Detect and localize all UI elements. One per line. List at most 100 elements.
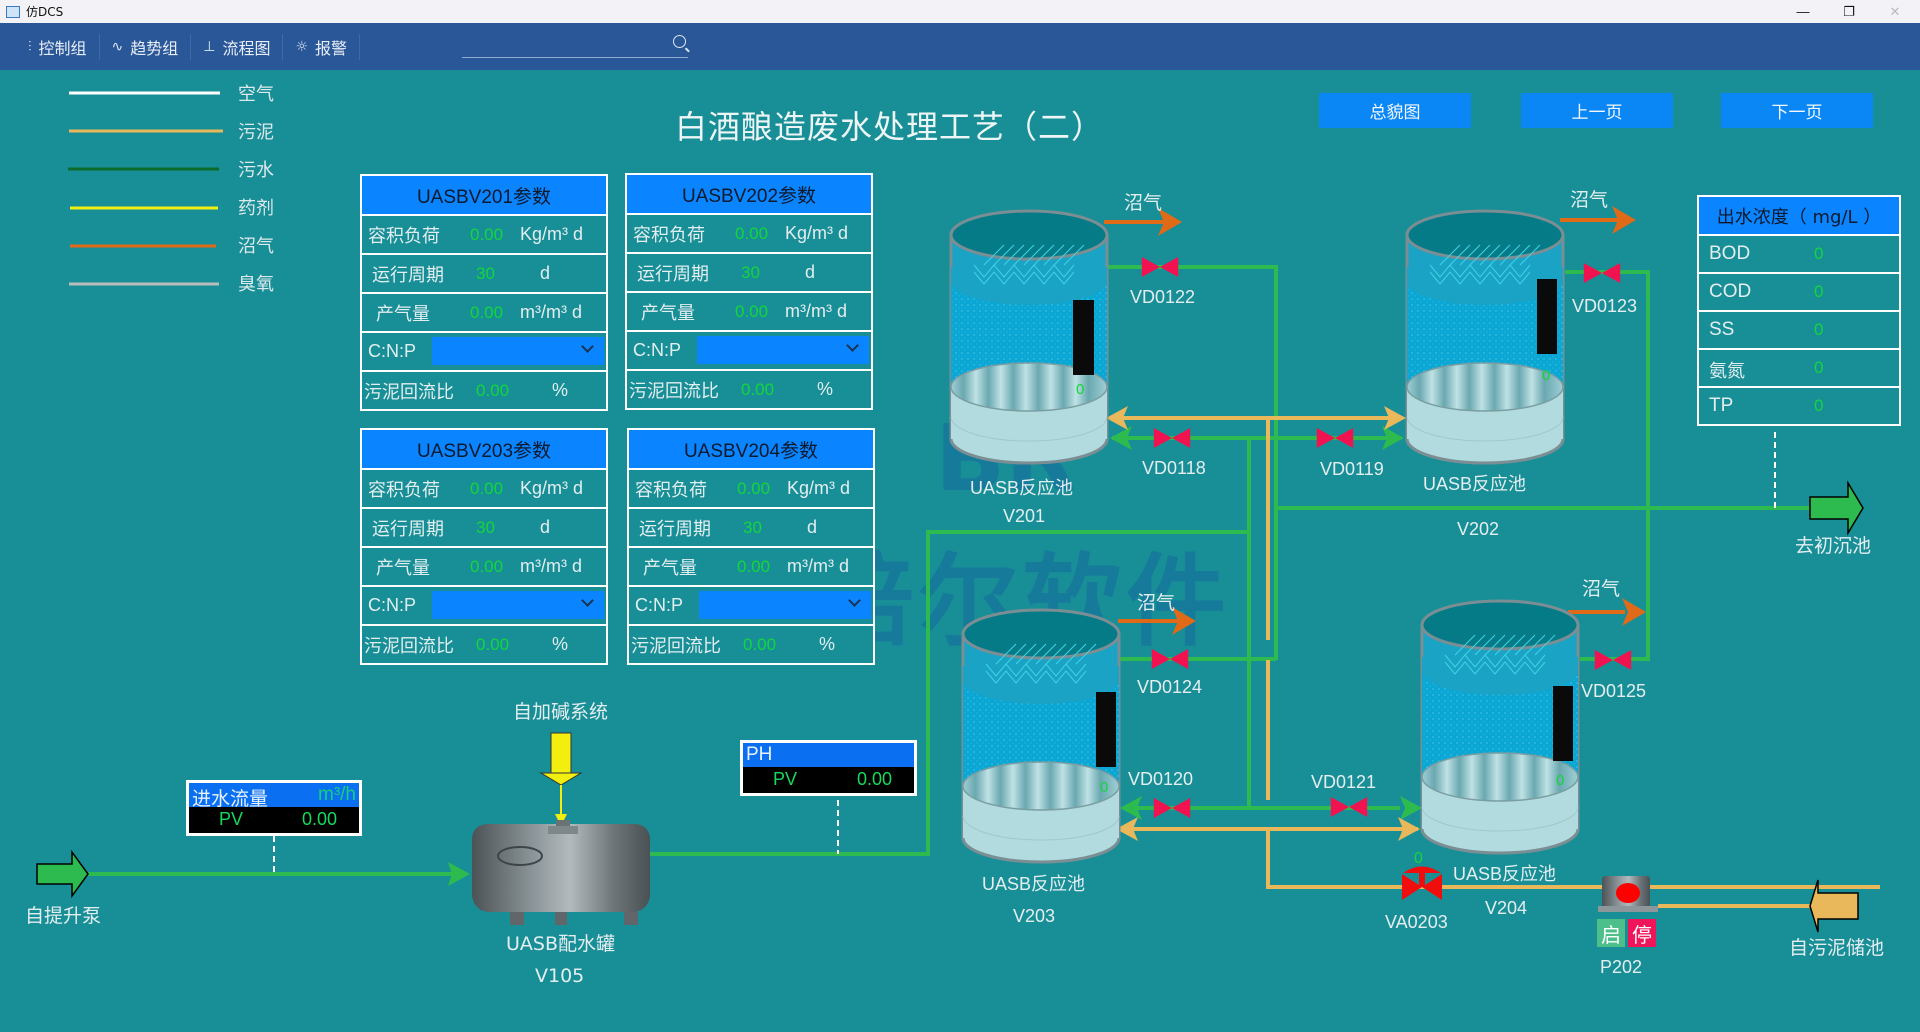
close-button[interactable]: ✕ [1889,3,1901,19]
level-gauge-v203 [1096,692,1116,767]
pump-p202[interactable] [1598,876,1658,912]
restore-button[interactable]: ❐ [1843,3,1855,19]
inflow-pv-value: 0.00 [301,809,337,829]
legend-label-biogas: 沼气 [238,236,274,257]
param-panel-title: UASBV202参数 [627,175,871,215]
param-label: 运行周期 [372,264,444,286]
minimize-button[interactable]: — [1796,4,1810,19]
nav-label: 趋势组 [130,38,179,58]
valve-vd0119[interactable] [1316,428,1354,448]
nav-trend-group[interactable]: ∿ 趋势组 [100,33,192,60]
valve-label-vd0124: VD0124 [1137,677,1202,697]
legend-lines [68,91,223,286]
from-sludge-label: 自污泥储池 [1789,937,1884,959]
search-icon[interactable] [673,35,686,48]
valve-va0203[interactable] [1402,866,1442,901]
nav-label: 报警 [315,38,348,58]
instrument-lines [273,432,1776,874]
alarm-icon: ☼ [295,38,309,55]
nav-alarm[interactable]: ☼ 报警 [283,33,361,60]
param-unit: m³/m³ d [785,301,847,321]
va0203-value: 0 [1414,850,1423,867]
effluent-title: 出水浓度（ mg/L ） [1699,197,1899,236]
ph-title: PH [746,744,773,765]
sludge-arrowheads [1106,406,1420,841]
valve-label-vd0121: VD0121 [1311,772,1376,792]
app-icon [6,5,20,18]
reactor-v203[interactable] [961,608,1121,864]
param-unit: d [807,517,818,537]
nav-label: 控制组 [38,38,87,58]
valve-vd0123[interactable] [1583,263,1621,283]
effluent-value: 0 [1814,320,1824,339]
nav-control-group[interactable]: ⫶ 控制组 [16,33,100,60]
effluent-label: SS [1709,319,1735,340]
prev-page-button[interactable]: 上一页 [1521,93,1673,128]
param-row-cnp: C:N:P [362,333,606,372]
param-label: 产气量 [641,302,695,324]
reactor-tag-v203: V203 [1013,906,1055,926]
outlet-arrow-icon [1809,480,1864,536]
param-unit: % [552,634,569,654]
effluent-value: 0 [1814,244,1824,263]
cnp-dropdown[interactable] [432,591,604,619]
param-panel-title: UASBV204参数 [629,430,873,470]
cnp-dropdown[interactable] [432,337,604,365]
param-label: 容积负荷 [633,224,705,246]
param-label: 产气量 [376,557,430,579]
biogas-label-v204: 沼气 [1582,578,1620,600]
alkali-system-label: 自加碱系统 [513,701,608,723]
param-unit: m³/m³ d [787,556,849,576]
nav-flowchart[interactable]: ⊥ 流程图 [191,33,284,60]
reactor-tag-v202: V202 [1457,519,1499,539]
volume-load-value: 0.00 [735,223,769,243]
inflow-meter[interactable]: 进水流量 m³/h PV 0.00 [186,780,362,836]
volume-load-value: 0.00 [737,478,771,498]
overview-button[interactable]: 总貌图 [1319,93,1471,128]
param-label: 产气量 [376,303,430,325]
param-label: C:N:P [633,340,682,360]
search-input[interactable] [462,33,656,57]
pump-start-button[interactable]: 启 [1597,919,1625,947]
inflow-unit: m³/h [318,784,356,805]
param-unit: Kg/m³ d [520,224,584,244]
valve-vd0122[interactable] [1141,257,1179,277]
next-page-button[interactable]: 下一页 [1721,93,1873,128]
mix-tank-v105[interactable] [472,820,650,925]
param-label: 运行周期 [639,518,711,540]
volume-load-value: 0.00 [470,478,504,498]
ph-meter-body: PV 0.00 [743,767,914,791]
pump-stop-button[interactable]: 停 [1628,919,1656,947]
level-gauge-v204 [1553,686,1573,761]
valve-vd0124[interactable] [1151,649,1189,669]
nav-label: 流程图 [222,38,271,58]
level-value-v202: 0 [1542,367,1550,384]
effluent-label: 氨氮 [1709,361,1745,382]
search-box [462,33,688,58]
reactor-tag-v201: V201 [1003,506,1045,526]
cnp-dropdown[interactable] [699,591,871,619]
effluent-label: COD [1709,281,1752,302]
valve-vd0118[interactable] [1153,428,1191,448]
param-label: 污泥回流比 [364,635,454,657]
valve-vd0125[interactable] [1594,650,1632,670]
legend-label-sewage: 污水 [238,160,274,181]
valve-vd0120[interactable] [1153,798,1191,818]
param-unit: % [817,379,834,399]
level-value-v201: 0 [1076,381,1084,398]
to-settler-label: 去初沉池 [1795,535,1871,557]
cycle-value: 30 [741,262,760,282]
valve-vd0121[interactable] [1330,797,1368,817]
alkali-feed-arrow [539,732,583,826]
cnp-dropdown[interactable] [697,336,869,364]
control-group-icon: ⫶ [28,38,32,55]
gas-yield-value: 0.00 [470,302,504,322]
param-unit: m³/m³ d [520,556,582,576]
level-value-v203: 0 [1100,779,1108,796]
ph-meter[interactable]: PH PV 0.00 [740,740,917,796]
param-unit: d [540,263,551,283]
param-label: C:N:P [368,595,417,615]
